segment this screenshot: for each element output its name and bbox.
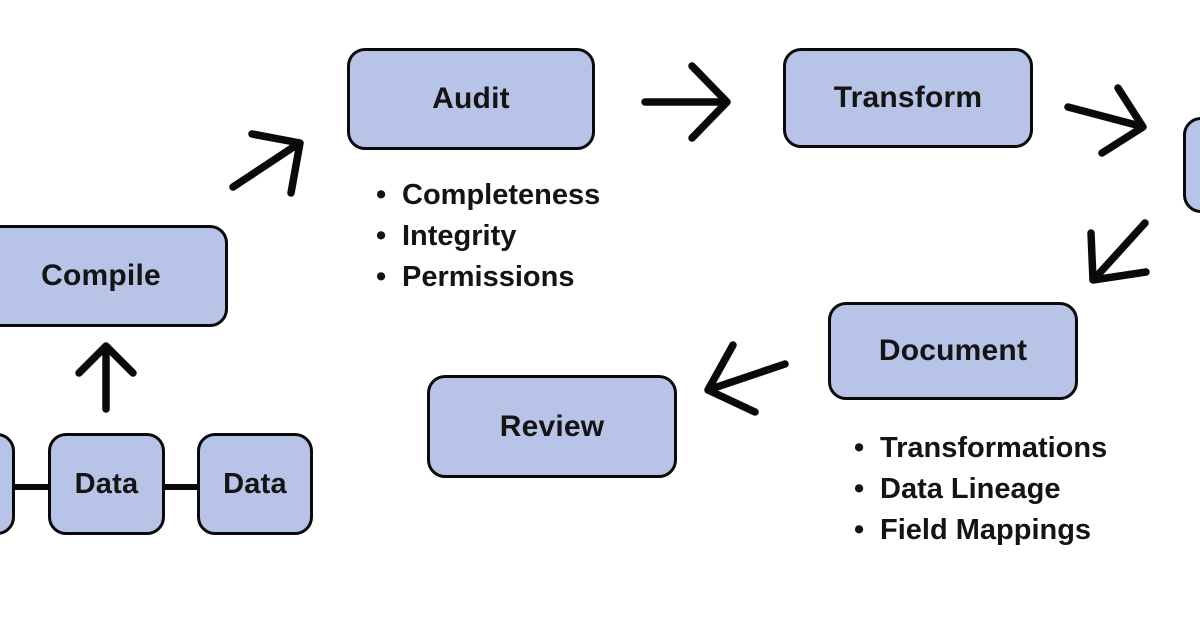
node-compile: Compile [0,225,228,327]
node-data-2: Data [197,433,313,535]
node-review: Review [427,375,677,478]
document-bullet-list: Transformations Data Lineage Field Mappi… [854,428,1107,551]
arrow-data-to-compile [75,342,137,413]
node-audit-label: Audit [432,82,510,115]
arrow-next-to-document [1087,219,1150,284]
node-document: Document [828,302,1078,400]
node-compile-label: Compile [41,259,161,292]
arrow-document-to-review [704,341,789,416]
node-data-2-label: Data [223,467,287,500]
node-review-label: Review [499,409,605,443]
audit-bullet-list: Completeness Integrity Permissions [376,175,600,298]
arrow-audit-to-transform [641,62,731,142]
node-audit: Audit [347,48,595,150]
node-data-1-label: Data [74,467,139,500]
document-bullet-field-mappings: Field Mappings [854,510,1107,551]
document-bullet-transformations: Transformations [854,428,1107,469]
arrow-transform-to-next [1064,84,1147,157]
document-bullet-data-lineage: Data Lineage [854,469,1107,510]
node-transform-label: Transform [833,81,983,114]
audit-bullet-completeness: Completeness [376,175,600,216]
audit-bullet-integrity: Integrity [376,216,600,257]
node-next-partial [1183,117,1200,213]
node-data-partial [0,433,15,535]
node-document-label: Document [878,334,1028,367]
arrow-compile-to-audit [229,130,304,197]
node-data-1: Data [48,433,165,535]
audit-bullet-permissions: Permissions [376,257,600,298]
node-transform: Transform [783,48,1033,148]
